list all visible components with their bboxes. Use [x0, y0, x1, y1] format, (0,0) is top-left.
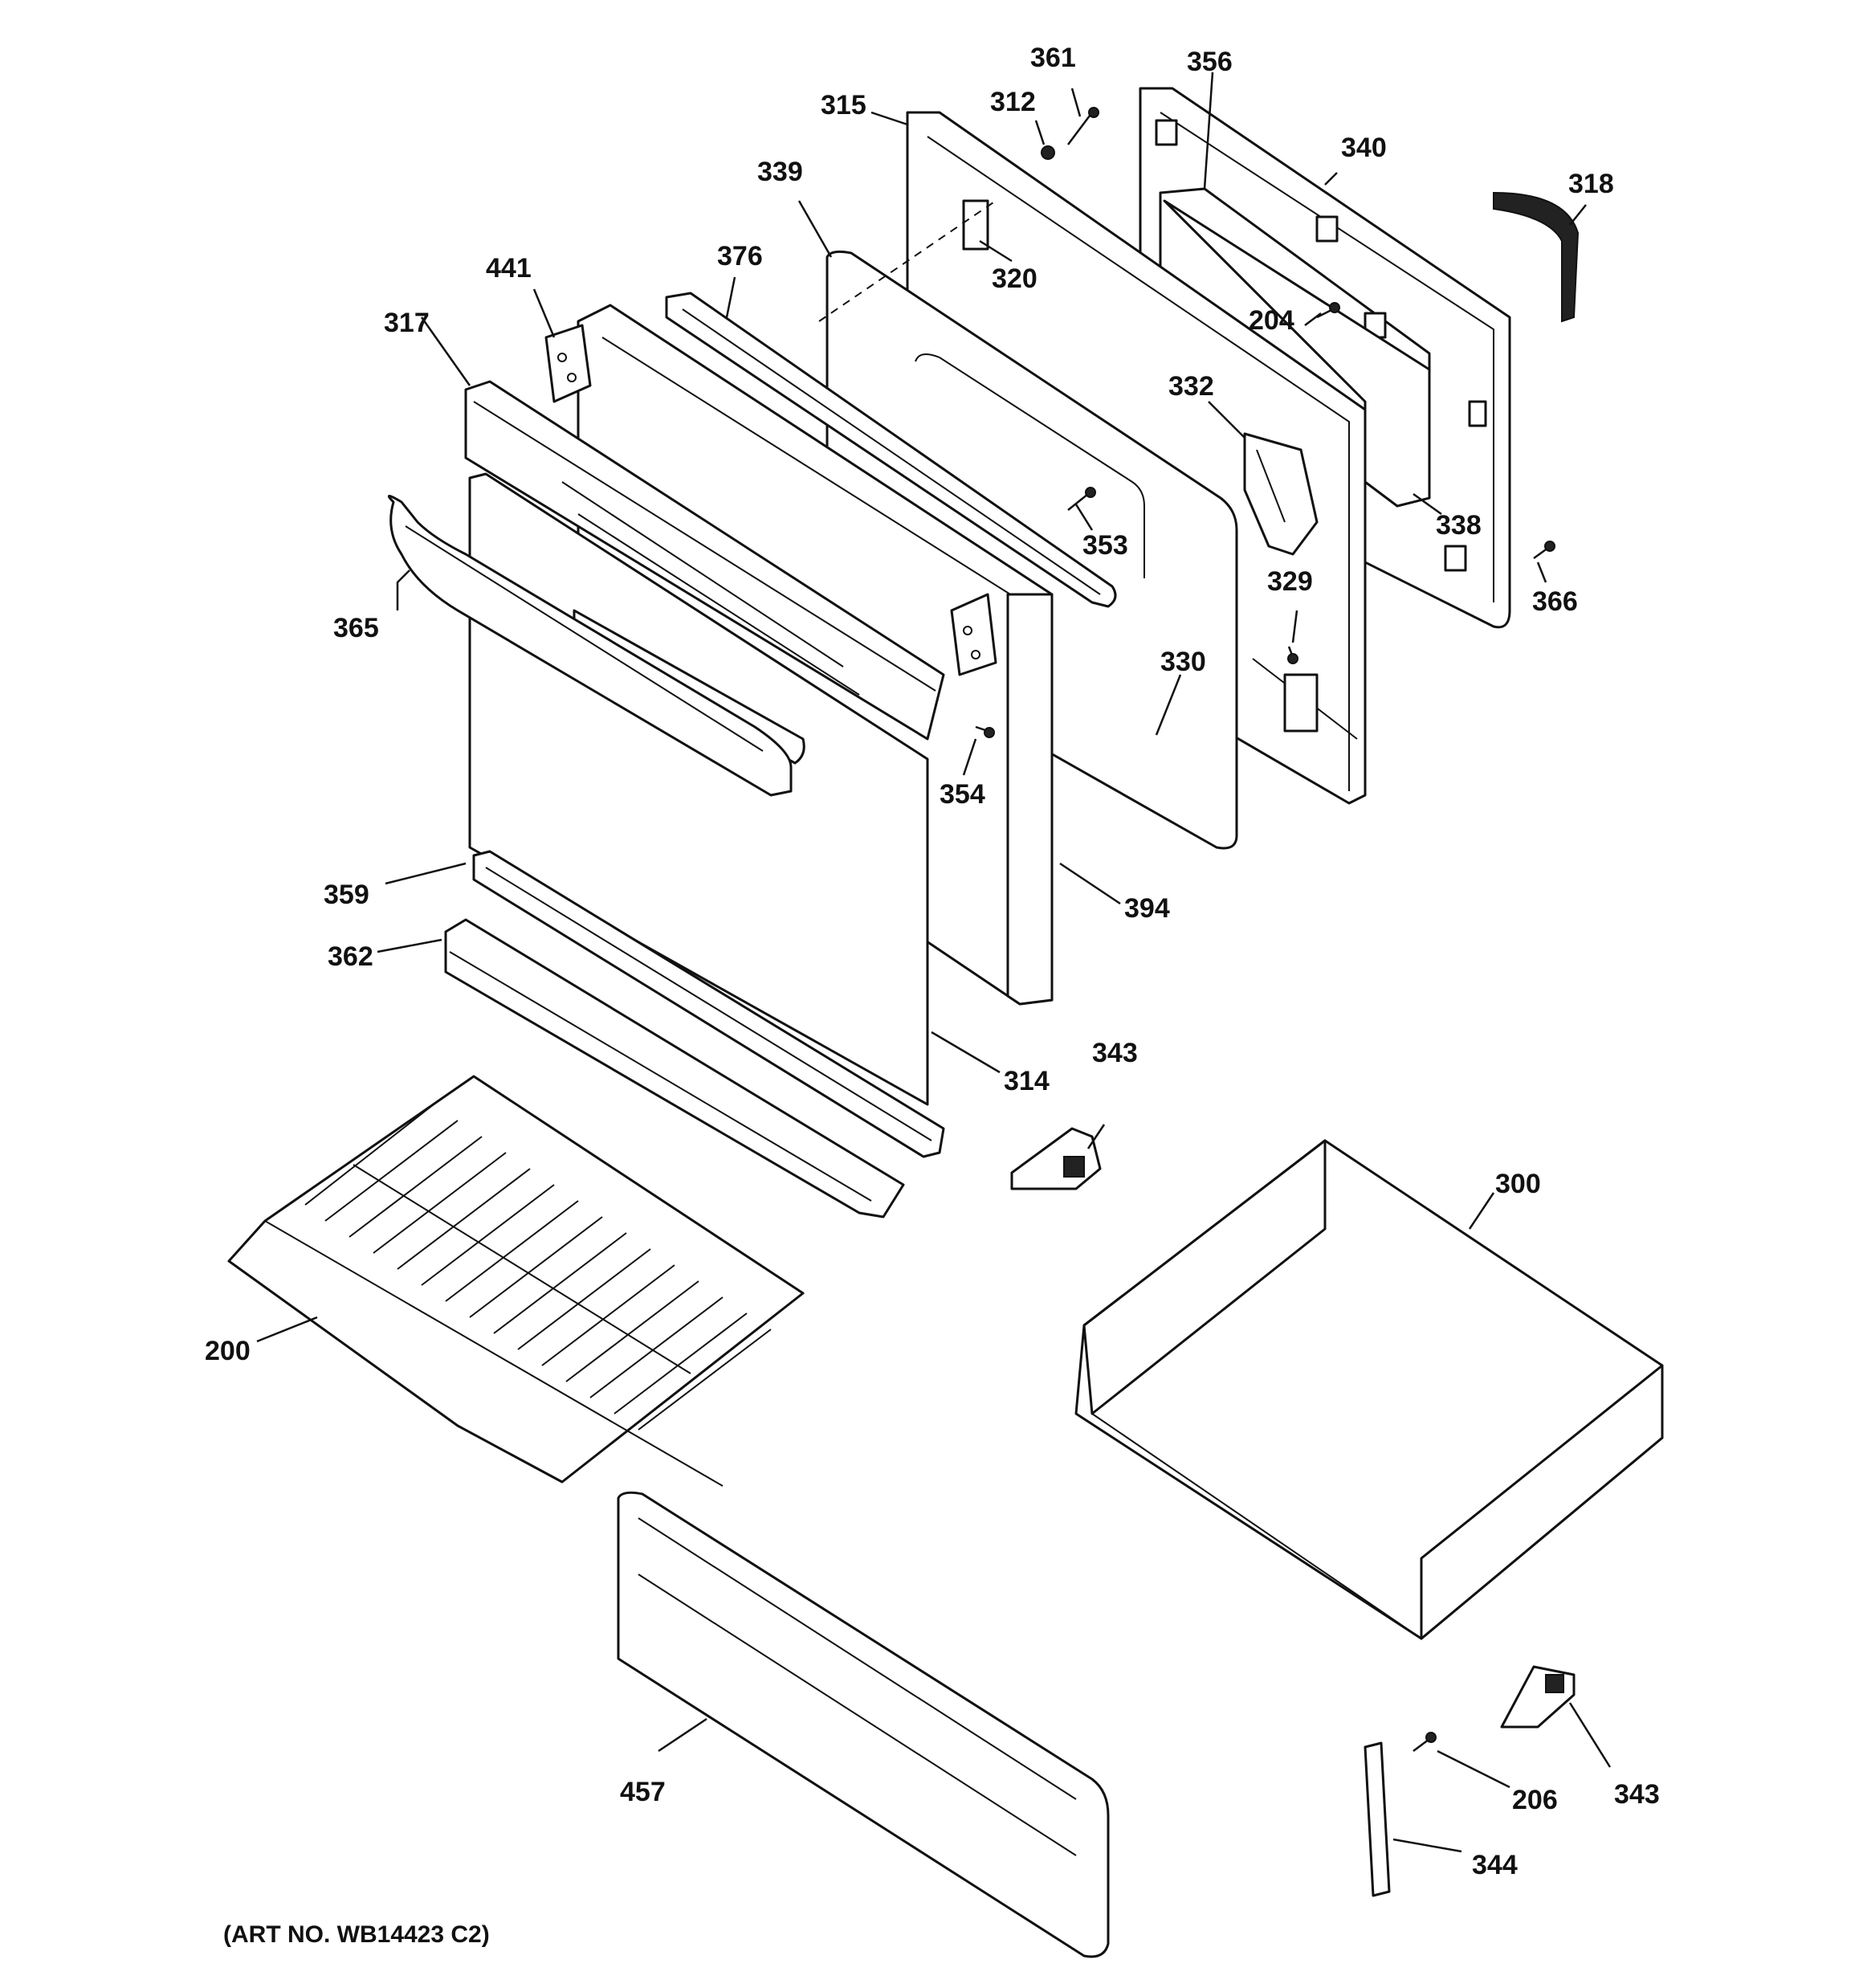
- leader-lines: [256, 71, 1612, 1853]
- callout-361: 361: [1030, 43, 1076, 73]
- callout-356: 356: [1187, 47, 1233, 77]
- callout-204: 204: [1249, 305, 1294, 336]
- callout-359: 359: [324, 880, 369, 910]
- callout-labels: 361 356 315 312 340 339 318 376 320 441 …: [205, 43, 1660, 1880]
- callout-441: 441: [486, 253, 532, 284]
- oven-rack-200: [227, 1075, 805, 1487]
- drawer-slide-344: [1364, 1741, 1391, 1897]
- rack-bars: [304, 1104, 772, 1431]
- bracket-343-upper: [1010, 1127, 1102, 1190]
- callout-344: 344: [1472, 1850, 1518, 1880]
- drawer-300: [1074, 1139, 1664, 1640]
- door-handle-365: [387, 495, 793, 797]
- callout-338: 338: [1436, 510, 1482, 541]
- hinge-right: [950, 593, 997, 676]
- callout-343-lower: 343: [1614, 1779, 1660, 1810]
- callout-318: 318: [1568, 169, 1614, 199]
- bracket-343-lower: [1500, 1665, 1576, 1729]
- callout-329: 329: [1267, 566, 1313, 597]
- door-top-trim-317: [464, 380, 945, 741]
- bottom-trim-359: [472, 850, 945, 1158]
- hinge-441: [544, 324, 592, 403]
- callout-354: 354: [940, 779, 985, 810]
- callout-457: 457: [620, 1777, 666, 1807]
- screws: [975, 107, 1555, 1752]
- callout-394: 394: [1124, 893, 1170, 924]
- callout-376: 376: [717, 241, 763, 271]
- callout-312: 312: [990, 87, 1036, 117]
- callout-340: 340: [1341, 133, 1387, 163]
- callout-200: 200: [205, 1336, 251, 1366]
- callout-339: 339: [757, 157, 803, 187]
- callout-365: 365: [333, 613, 379, 643]
- callout-362: 362: [328, 941, 373, 972]
- window-pack-338: [1163, 199, 1431, 508]
- callout-330: 330: [1160, 647, 1206, 677]
- drawer-front-457: [617, 1491, 1110, 1958]
- bottom-vent-362: [444, 918, 905, 1219]
- callout-317: 317: [384, 308, 430, 338]
- callout-353: 353: [1082, 530, 1128, 561]
- door-frame-376: [665, 292, 1117, 608]
- callout-206: 206: [1512, 1785, 1558, 1815]
- door-gasket-318: [1493, 191, 1580, 323]
- callout-332: 332: [1168, 371, 1214, 402]
- callout-315: 315: [821, 90, 866, 120]
- insulation-332: [1243, 432, 1319, 556]
- callout-300: 300: [1495, 1169, 1541, 1199]
- callout-366: 366: [1532, 586, 1578, 617]
- callout-343-upper: 343: [1092, 1038, 1138, 1068]
- callout-314: 314: [1004, 1066, 1050, 1096]
- callout-320: 320: [992, 263, 1037, 294]
- art-number: (ART NO. WB14423 C2): [223, 1921, 490, 1948]
